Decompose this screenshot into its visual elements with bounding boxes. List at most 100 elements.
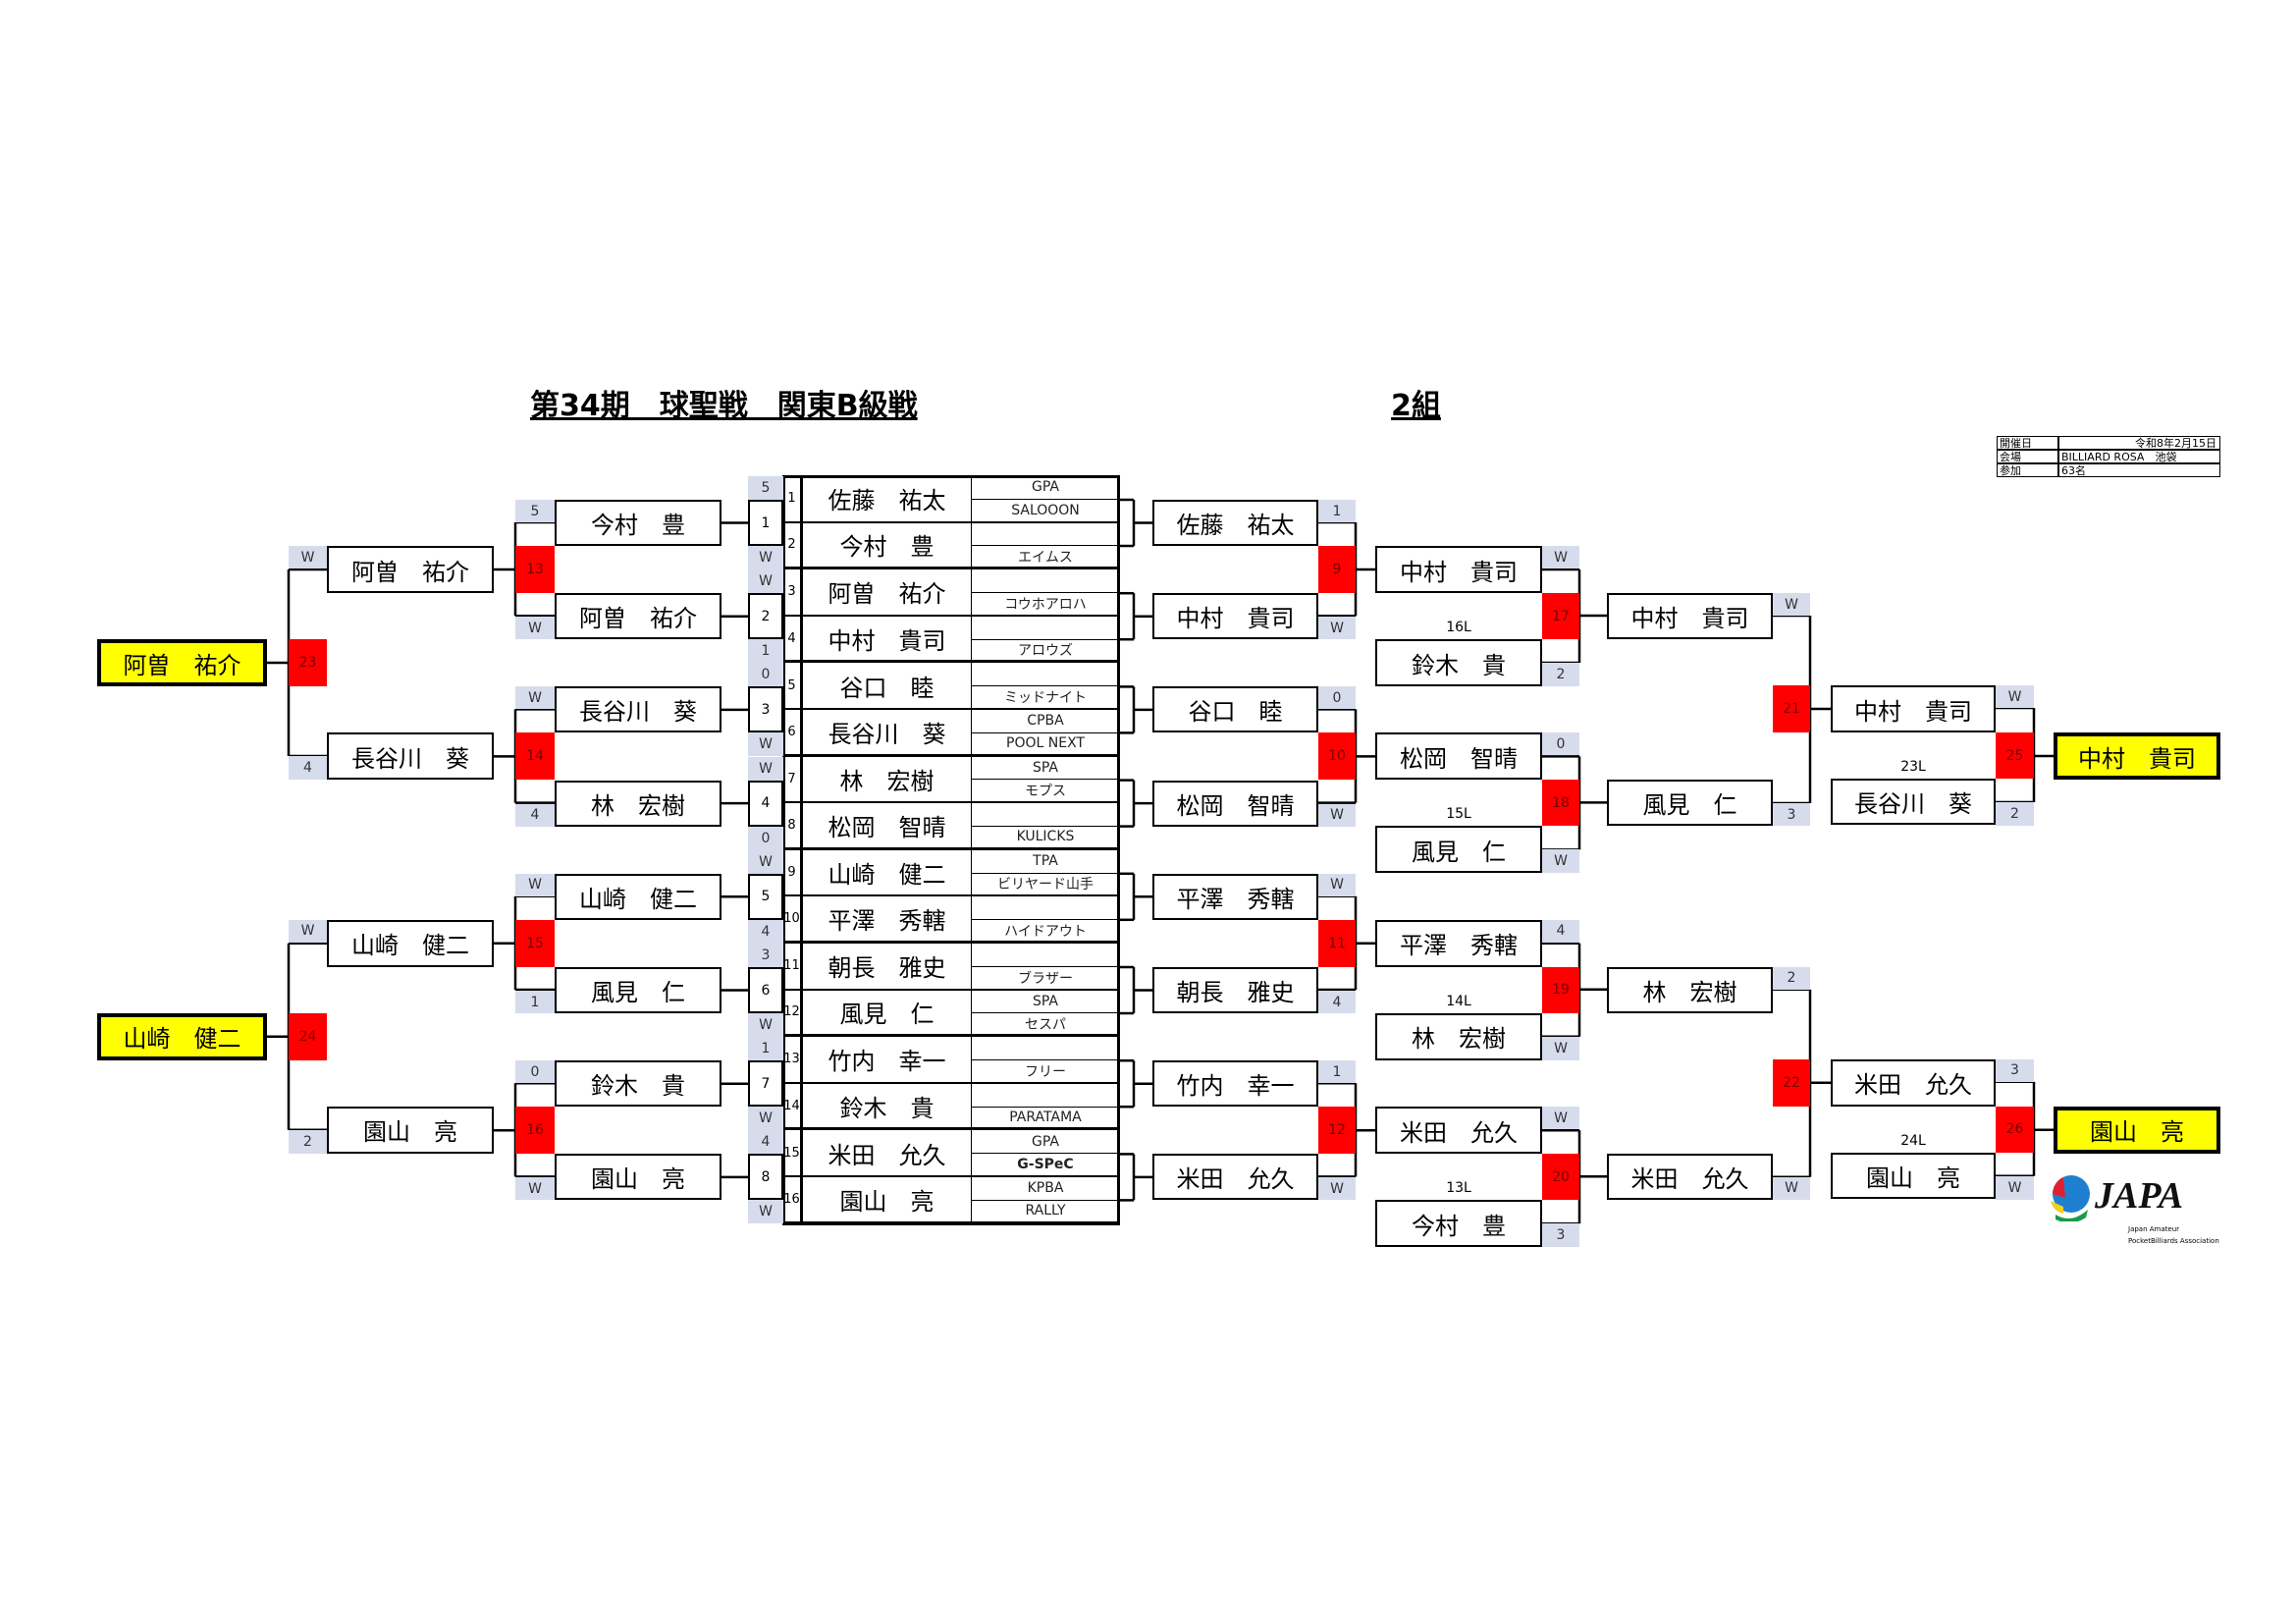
round1-score-top: 3: [748, 944, 783, 967]
entrant-club: SPA: [972, 757, 1119, 781]
player-box: 園山 亮: [327, 1106, 494, 1154]
match-number: 21: [1773, 685, 1810, 732]
score-cell: 3: [1773, 803, 1810, 826]
entrant-name: 林 宏樹: [803, 756, 972, 804]
round1-match-number: 2: [748, 593, 783, 640]
entrant-seed: 8: [783, 803, 803, 850]
entrant-club: ハイドアウト: [972, 920, 1119, 944]
score-cell: W: [1773, 1176, 1810, 1200]
player-box: 鈴木 貴: [1375, 639, 1542, 686]
score-cell: 0: [1318, 686, 1356, 710]
match-number: 22: [1773, 1058, 1810, 1107]
score-cell: W: [1542, 546, 1579, 568]
entrant-club: CPBA: [972, 710, 1119, 733]
score-cell: W: [1318, 1177, 1356, 1201]
player-box: 長谷川 葵: [1831, 779, 1996, 825]
score-cell: 4: [515, 803, 555, 827]
score-cell: W: [515, 617, 555, 640]
score-cell: W: [1996, 1175, 2034, 1200]
round1-match-number: 5: [748, 873, 783, 920]
group-winner-box: 山崎 健二: [97, 1012, 267, 1060]
entrant-club: [972, 1037, 1119, 1060]
player-box: 中村 貴司: [1152, 593, 1318, 640]
entrant-name: 長谷川 葵: [803, 710, 972, 757]
match-number: 20: [1542, 1154, 1579, 1201]
player-box: 園山 亮: [1831, 1152, 1996, 1199]
entrant-name: 谷口 睦: [803, 663, 972, 710]
entrant-name: 中村 貴司: [803, 616, 972, 664]
entrant-seed: 10: [783, 896, 803, 944]
info-label: 参加: [1997, 463, 2058, 477]
player-box: 平澤 秀轄: [1152, 873, 1318, 920]
player-box: 竹内 幸一: [1152, 1060, 1318, 1108]
entrant-club: [972, 1084, 1119, 1108]
player-box: 米田 允久: [1607, 1153, 1773, 1200]
score-cell: W: [1542, 1107, 1579, 1130]
score-cell: 2: [1773, 966, 1810, 990]
score-cell: 1: [515, 991, 555, 1013]
player-box: 風見 仁: [1607, 780, 1773, 826]
entrant-club: GPA: [972, 476, 1119, 500]
loser-source-label: 24L: [1900, 1132, 1926, 1149]
score-cell: 1: [1318, 1060, 1356, 1084]
player-box: 長谷川 葵: [327, 732, 494, 780]
loser-source-label: 13L: [1446, 1180, 1471, 1197]
entrant-name: 米田 允久: [803, 1130, 972, 1177]
entrant-club: アロウズ: [972, 640, 1119, 664]
group-label: 2組: [1391, 389, 1441, 423]
round1-score-bottom: 4: [748, 919, 783, 944]
round1-score-bottom: W: [748, 1013, 783, 1037]
entrant-name: 松岡 智晴: [803, 803, 972, 850]
player-box: 米田 允久: [1375, 1107, 1542, 1155]
loser-source-label: 16L: [1446, 620, 1471, 635]
player-box: 阿曽 祐介: [555, 593, 721, 640]
score-cell: 4: [1318, 991, 1356, 1013]
entrant-name: 佐藤 祐太: [803, 476, 972, 523]
player-box: 園山 亮: [555, 1154, 721, 1201]
group-winner-box: 中村 貴司: [2054, 732, 2220, 780]
round1-match-number: 8: [748, 1154, 783, 1201]
entrant-seed: 14: [783, 1083, 803, 1131]
score-cell: 2: [289, 1129, 327, 1154]
score-cell: W: [515, 873, 555, 896]
round1-score-top: 0: [748, 663, 783, 687]
entrant-club: KULICKS: [972, 827, 1119, 850]
score-cell: 4: [289, 756, 327, 780]
info-label: 会場: [1997, 450, 2058, 463]
player-box: 林 宏樹: [1375, 1012, 1542, 1060]
entrant-seed: 12: [783, 990, 803, 1038]
entrant-club: PARATAMA: [972, 1108, 1119, 1131]
player-box: 中村 貴司: [1607, 593, 1773, 639]
player-box: 米田 允久: [1831, 1058, 1996, 1107]
entrant-seed: 11: [783, 944, 803, 991]
entrant-club: [972, 896, 1119, 921]
match-number: 10: [1318, 732, 1356, 781]
entrants-table-frame: [782, 475, 1120, 1225]
entrant-name: 朝長 雅史: [803, 944, 972, 991]
entrant-name: 風見 仁: [803, 990, 972, 1038]
loser-source-label: 23L: [1900, 759, 1926, 775]
score-cell: 5: [515, 500, 555, 522]
player-box: 松岡 智晴: [1375, 732, 1542, 781]
page-title: 第34期 球聖戦 関東B級戦: [530, 389, 918, 423]
entrant-club: SPA: [972, 991, 1119, 1014]
info-value: 63名: [2058, 463, 2220, 477]
japa-logo: JAPA Japan Amateur PocketBilliards Assoc…: [2042, 1170, 2238, 1253]
player-box: 朝長 雅史: [1152, 967, 1318, 1013]
group-winner-box: 園山 亮: [2054, 1106, 2220, 1154]
round1-score-bottom: W: [748, 732, 783, 757]
player-box: 平澤 秀轄: [1375, 919, 1542, 967]
player-box: 谷口 睦: [1152, 686, 1318, 733]
match-number: 15: [515, 919, 555, 967]
entrant-name: 竹内 幸一: [803, 1037, 972, 1084]
entrant-club: GPA: [972, 1130, 1119, 1155]
score-cell: 4: [1542, 919, 1579, 943]
entrant-seed: 13: [783, 1037, 803, 1084]
player-box: 林 宏樹: [555, 780, 721, 827]
match-number: 12: [1318, 1107, 1356, 1155]
entrant-club: ミッドナイト: [972, 686, 1119, 710]
player-box: 今村 豊: [1375, 1200, 1542, 1248]
round1-score-top: 4: [748, 1130, 783, 1155]
entrant-seed: 4: [783, 616, 803, 664]
loser-source-label: 14L: [1446, 993, 1471, 1009]
